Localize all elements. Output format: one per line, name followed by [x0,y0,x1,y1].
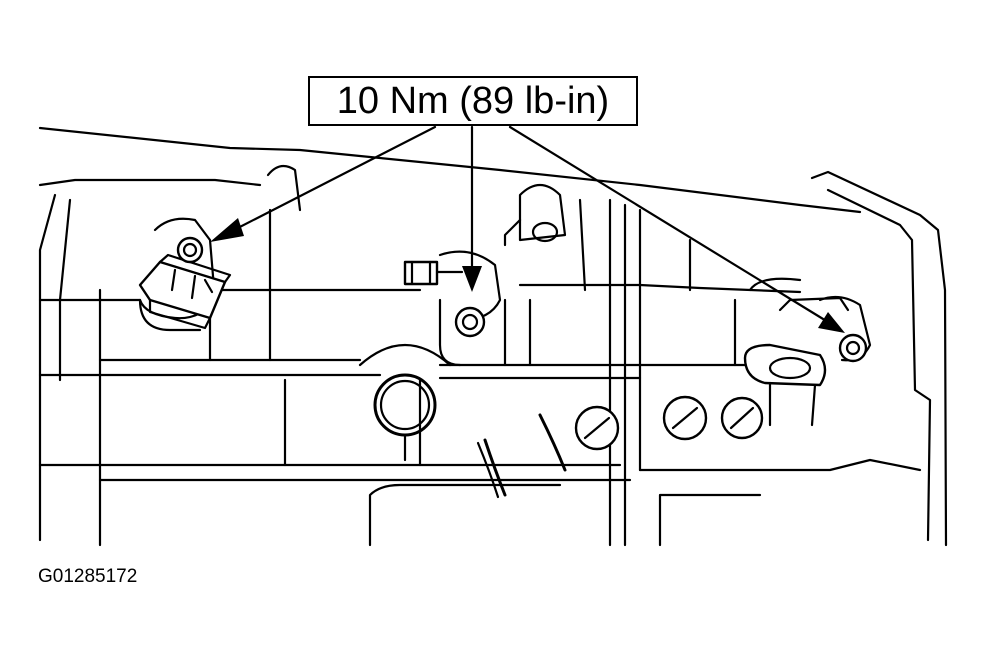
plug-1 [574,405,620,451]
arrowhead-left [210,218,244,242]
case-left-flange [38,178,262,187]
bolt-right [838,333,868,363]
wire-lead-2 [538,413,567,472]
rib-horizontal-10 [638,458,922,472]
bolt-center [454,306,486,338]
plug-3 [720,396,764,440]
arrowhead-center [462,266,482,292]
leader-line-right [508,125,830,324]
case-left-inner [58,198,72,382]
right-boss-bracket [778,296,850,312]
plug-2 [662,395,708,441]
boss-upper-center-2 [503,218,522,247]
rib-vertical-13 [578,198,587,292]
boss-upper-center-hole [531,221,559,243]
boss-upper-center [518,183,567,242]
bracket-right [743,343,827,427]
rib-horizontal-6 [438,348,762,367]
center-port [373,373,437,462]
case-left-edge [38,193,57,542]
pocket-center [438,298,462,367]
bolt-left [176,236,204,264]
boss-upper-left [266,164,302,212]
pocket-left [138,298,202,332]
rib-horizontal-3 [518,283,802,294]
lower-arch [358,344,452,367]
torque-callout-label: 10 Nm (89 lb-in) [336,79,610,122]
case-right-inner-edge [826,188,932,542]
arrowhead-right [818,312,845,333]
wire-lead-1 [483,438,507,497]
leader-line-left [228,125,437,234]
figure-id-label: G01285172 [38,566,138,587]
torque-callout-box: 10 Nm (89 lb-in) [308,76,638,126]
sensor-center-connector [403,260,464,286]
case-right-edge [810,170,948,547]
sensor-left-connector [138,253,232,330]
pocket-right [748,277,802,292]
wire-lead-1b [476,441,500,499]
lower-pan-edge [368,483,562,547]
case-top-edge [38,126,862,214]
lower-pan-edge-right [658,493,762,547]
